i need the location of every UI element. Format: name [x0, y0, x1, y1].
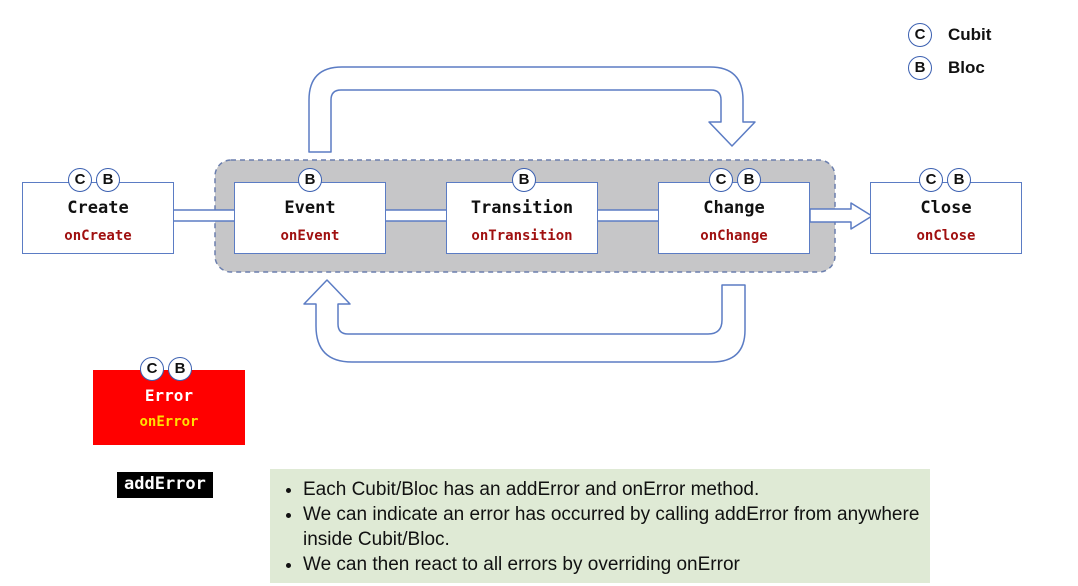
close-box: Close onClose [870, 182, 1022, 254]
error-method: onError [139, 414, 199, 430]
change-box: Change onChange [658, 182, 810, 254]
close-method: onClose [916, 228, 976, 244]
transition-title: Transition [470, 198, 574, 218]
close-title: Close [920, 198, 972, 218]
transition-box: Transition onTransition [446, 182, 598, 254]
connector-event-transition [384, 209, 450, 222]
error-badges: C B [140, 357, 192, 381]
bloc-badge: B [298, 168, 322, 192]
create-badges: C B [68, 168, 120, 192]
transition-method: onTransition [471, 228, 573, 244]
arrow-bottom-loop [303, 279, 746, 363]
cubit-badge: C [908, 23, 932, 47]
bloc-badge: B [168, 357, 192, 381]
event-method: onEvent [280, 228, 340, 244]
create-box: Create onCreate [22, 182, 174, 254]
change-method: onChange [700, 228, 768, 244]
legend-cubit: C Cubit [908, 23, 991, 47]
note-item: Each Cubit/Bloc has an addError and onEr… [303, 477, 930, 502]
bloc-badge: B [908, 56, 932, 80]
notes-panel: Each Cubit/Bloc has an addError and onEr… [270, 469, 930, 583]
connector-transition-change [596, 209, 662, 222]
cubit-badge: C [919, 168, 943, 192]
note-item: We can then react to all errors by overr… [303, 552, 930, 577]
close-badges: C B [919, 168, 971, 192]
change-title: Change [703, 198, 765, 218]
error-title: Error [144, 386, 194, 405]
connector-create-event [172, 209, 238, 222]
legend-cubit-label: Cubit [948, 25, 992, 44]
notes-list: Each Cubit/Bloc has an addError and onEr… [278, 477, 930, 577]
arrow-change-to-close [809, 202, 873, 230]
bloc-badge: B [96, 168, 120, 192]
bloc-badge: B [512, 168, 536, 192]
create-method: onCreate [64, 228, 132, 244]
event-badges: B [298, 168, 322, 192]
bloc-badge: B [947, 168, 971, 192]
event-box: Event onEvent [234, 182, 386, 254]
arrow-top-loop [308, 66, 756, 153]
cubit-badge: C [140, 357, 164, 381]
legend-bloc-label: Bloc [948, 58, 985, 77]
change-badges: C B [709, 168, 761, 192]
cubit-badge: C [68, 168, 92, 192]
cubit-badge: C [709, 168, 733, 192]
error-box: Error onError [93, 370, 245, 445]
create-title: Create [67, 198, 129, 218]
note-item: We can indicate an error has occurred by… [303, 502, 930, 552]
add-error-label: addError [117, 472, 213, 498]
legend-bloc: B Bloc [908, 56, 985, 80]
bloc-badge: B [737, 168, 761, 192]
event-title: Event [284, 198, 336, 218]
transition-badges: B [512, 168, 536, 192]
